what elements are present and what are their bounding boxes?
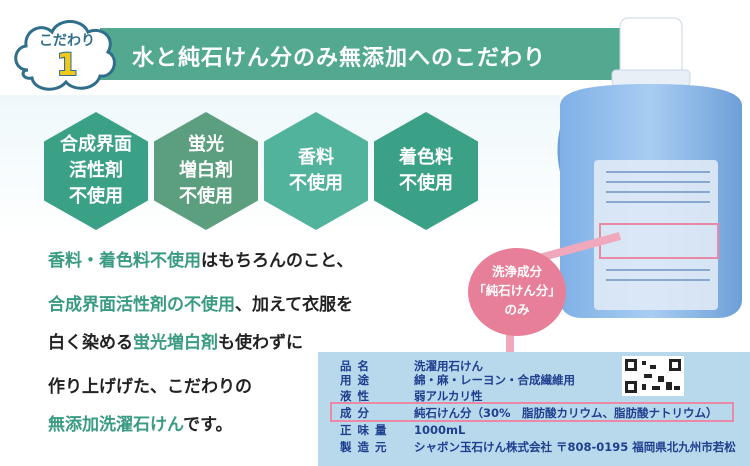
label-row-ingredients: 成分 純石けん分（30% 脂肪酸カリウム、脂肪酸ナトリウム） [340, 405, 718, 421]
label-key: 品名 [340, 359, 375, 373]
page-title: 水と純石けん分のみ無添加へのこだわり [132, 46, 547, 71]
label-key: 正味量 [340, 423, 393, 437]
callout-line-1: 洗浄成分 [491, 264, 542, 279]
cloud-badge-icon [14, 20, 116, 91]
body-text: はもちろんのこと、 [201, 251, 354, 271]
label-row: 正味量 1000mL [340, 422, 465, 438]
hexagon-label: 蛍光 増白剤 不使用 [179, 134, 233, 207]
callout-line-3: のみ [504, 302, 530, 317]
highlight-text: 合成界面活性剤の不使用 [48, 295, 235, 315]
body-text: も使わずに [218, 333, 303, 353]
highlight-text: 無添加洗濯石けん [48, 415, 184, 435]
title-banner [100, 28, 620, 80]
callout-text: 洗浄成分 「純石けん分」 のみ [468, 262, 566, 319]
label-key: 液性 [340, 389, 375, 403]
body-text: 作り上げげた、こだわりの [48, 377, 252, 397]
label-row: 品名 洗濯用石けん [340, 358, 483, 374]
label-value: シャボン玉石けん株式会社 〒808-0195 福岡県北九州市若松 [414, 440, 736, 454]
label-row: 用途 綿・麻・レーヨン・合成繊維用 [340, 372, 575, 388]
hexagon-label: 合成界面 活性剤 不使用 [60, 134, 132, 207]
body-line-5: 無添加洗濯石けんです。 [48, 410, 232, 435]
label-row: 製造元 シャボン玉石けん株式会社 〒808-0195 福岡県北九州市若松 [340, 439, 736, 455]
body-text: 、加えて衣服を [235, 295, 354, 315]
hexagon-label: 香料 不使用 [289, 147, 343, 194]
body-line-2: 合成界面活性剤の不使用、加えて衣服を [48, 290, 353, 315]
hexagon-no-fragrance: 香料 不使用 [264, 112, 368, 230]
label-value: 綿・麻・レーヨン・合成繊維用 [414, 373, 575, 387]
badge-title: こだわり [39, 33, 95, 49]
hexagon-no-coloring: 着色料 不使用 [374, 112, 478, 230]
body-line-3: 白く染める蛍光増白剤も使わずに [48, 328, 303, 353]
callout-line-2: 「純石けん分」 [473, 283, 561, 298]
highlight-text: 香料・着色料不使用 [48, 251, 201, 271]
detergent-bottle-image [557, 17, 742, 318]
label-value: 弱アルカリ性 [414, 389, 483, 403]
label-row: 液性 弱アルカリ性 [340, 388, 483, 404]
body-text: 白く染める [48, 333, 133, 353]
label-key: 製造元 [340, 440, 393, 454]
label-key: 用途 [340, 373, 375, 387]
ingredient-highlight-box [330, 402, 734, 422]
body-line-1: 香料・着色料不使用はもちろんのこと、 [48, 246, 353, 271]
label-key: 成分 [340, 406, 375, 420]
label-value: 1000mL [414, 423, 466, 437]
qr-code-icon [622, 356, 684, 396]
highlight-text: 蛍光増白剤 [133, 333, 218, 353]
hexagon-no-brightener: 蛍光 増白剤 不使用 [154, 112, 258, 230]
body-line-4: 作り上げげた、こだわりの [48, 372, 252, 397]
badge-number: 1 [56, 48, 78, 83]
callout-bubble [468, 248, 566, 336]
label-value: 洗濯用石けん [414, 359, 483, 373]
hexagon-no-surfactant: 合成界面 活性剤 不使用 [44, 112, 148, 230]
hexagon-label: 着色料 不使用 [399, 147, 453, 194]
body-text: です。 [183, 415, 233, 435]
label-value: 純石けん分（30% 脂肪酸カリウム、脂肪酸ナトリウム） [414, 406, 718, 420]
